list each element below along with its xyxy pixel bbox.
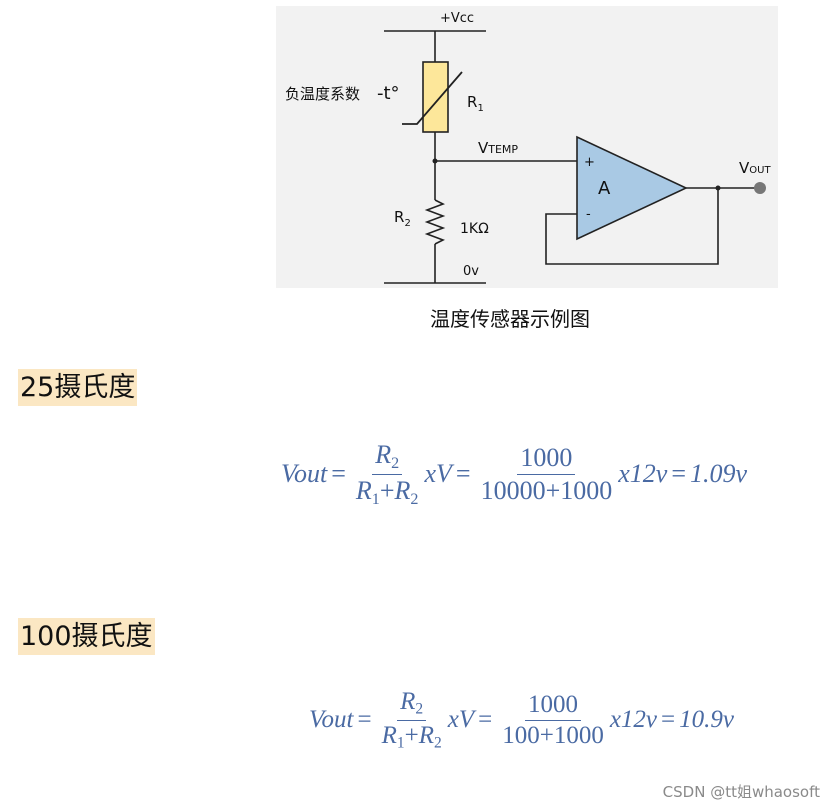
eq-sign: = <box>478 706 493 734</box>
eq-tail: x12v <box>609 706 658 734</box>
eq-sign: = <box>455 459 471 489</box>
watermark: CSDN @tt姐whaosoft <box>662 783 820 801</box>
eq-lhs: Vout <box>281 459 328 489</box>
eq-result: 10.9v <box>679 706 734 734</box>
fraction-denominator: 100+1000 <box>502 721 604 749</box>
resistor-r2 <box>424 199 446 245</box>
thermistor-r1 <box>422 61 449 133</box>
figure-caption: 温度传感器示例图 <box>430 307 590 331</box>
r1-label: R1 <box>467 93 484 114</box>
eq-sign: = <box>671 459 687 489</box>
fraction-numerator: R2 <box>372 440 403 475</box>
thermistor-slash <box>402 71 463 125</box>
fraction-numerator: R2 <box>397 688 427 721</box>
minus-sign: - <box>586 207 591 222</box>
eq-mid: xV <box>447 706 475 734</box>
fraction-numerator: 1000 <box>517 443 576 475</box>
vtemp-label: VTEMP <box>478 139 518 157</box>
fraction-values: 1000 10000+1000 <box>478 443 616 506</box>
circuit-diagram: +Vcc 负温度系数 -t° R1 VTEMP R2 1KΩ 0v + - A … <box>276 6 778 288</box>
vout-label: VOUT <box>739 159 771 177</box>
fraction-denominator: R1+R2 <box>355 475 419 508</box>
feedback-wire <box>545 188 719 265</box>
fraction-denominator: R1+R2 <box>381 721 442 752</box>
heading-100c: 100摄氏度 <box>18 618 155 655</box>
supply-label: +Vcc <box>440 11 474 26</box>
diagram-background <box>276 6 778 288</box>
heading-25c: 25摄氏度 <box>18 369 138 406</box>
ntc-label: 负温度系数 <box>285 85 360 103</box>
eq-mid: xV <box>424 459 452 489</box>
equation-25c: Vout = R2 R1+R2 xV = 1000 10000+1000 x12… <box>281 440 747 509</box>
r2-label: R2 <box>394 208 411 229</box>
output-terminal <box>754 182 766 194</box>
equation-100c: Vout = R2 R1+R2 xV = 1000 100+1000 x12v … <box>309 688 734 752</box>
plus-sign: + <box>584 155 595 170</box>
eq-sign: = <box>357 706 372 734</box>
temp-symbol: -t° <box>377 83 400 104</box>
eq-tail: x12v <box>618 459 668 489</box>
fraction-resistors: R2 R1+R2 <box>379 688 445 752</box>
r2-value: 1KΩ <box>460 221 489 237</box>
ground-label: 0v <box>463 264 479 279</box>
eq-result: 1.09v <box>690 459 748 489</box>
eq-sign: = <box>661 706 676 734</box>
eq-lhs: Vout <box>309 706 354 734</box>
fraction-values: 1000 100+1000 <box>499 691 607 750</box>
fraction-numerator: 1000 <box>525 691 582 721</box>
fraction-resistors: R2 R1+R2 <box>353 440 422 509</box>
op-amp-triangle <box>576 135 688 241</box>
eq-sign: = <box>331 459 346 489</box>
fraction-denominator: 10000+1000 <box>480 475 613 505</box>
amp-label: A <box>598 178 611 199</box>
